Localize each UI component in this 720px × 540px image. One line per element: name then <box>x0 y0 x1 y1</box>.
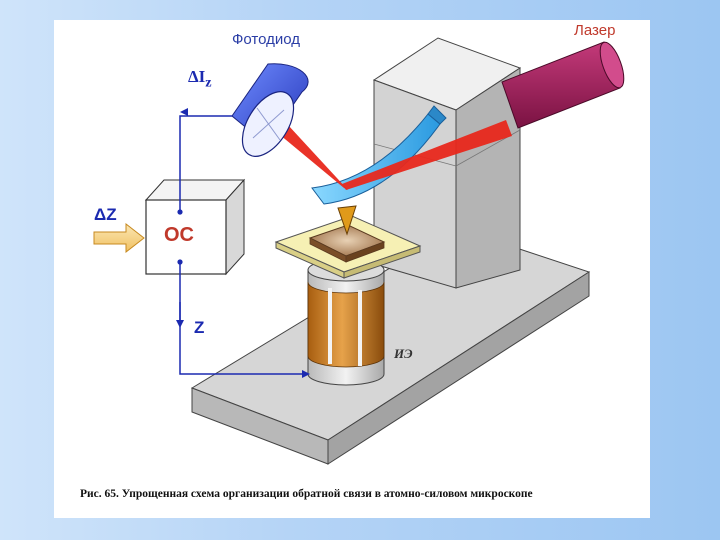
z-signal-label: Z <box>194 318 205 337</box>
laser-body <box>501 41 625 129</box>
photodiode-label: Фотодиод <box>232 31 301 48</box>
signal-lines <box>179 115 308 375</box>
feedback-block-label: ОС <box>164 224 194 246</box>
photodiode <box>231 63 309 157</box>
figure-caption: Рис. 65. Упрощенная схема организации об… <box>80 488 533 500</box>
input-node <box>177 209 183 215</box>
laser-label: Лазер <box>574 22 616 39</box>
base-plate <box>190 227 591 465</box>
piezo-label: ИЭ <box>394 346 413 361</box>
sample <box>308 224 386 263</box>
laser-beam-incident <box>342 120 512 190</box>
piezo-tube <box>307 258 385 386</box>
delta-i-main: ΔI <box>188 67 206 86</box>
probe-tip <box>337 205 357 236</box>
output-node <box>177 259 183 265</box>
afm-diagram <box>93 37 625 465</box>
signal-arrow-head-right <box>302 370 310 378</box>
signal-arrow-head-left <box>180 108 188 116</box>
delta-i-subscript: z <box>205 74 212 91</box>
z-output-line <box>179 262 308 375</box>
arrow-right-icon <box>93 222 145 254</box>
figure-sheet: Фотодиод Лазер ΔIz ΔZ ОС Z ИЭ Рис. 65. У… <box>54 20 650 518</box>
photodiode-signal-line <box>179 115 232 210</box>
feedback-block <box>144 178 246 276</box>
delta-i-label: ΔIz <box>188 67 212 91</box>
cantilever-mount <box>427 105 447 125</box>
signal-arrow-head-down <box>176 320 184 328</box>
delta-z-label: ΔZ <box>94 205 117 224</box>
